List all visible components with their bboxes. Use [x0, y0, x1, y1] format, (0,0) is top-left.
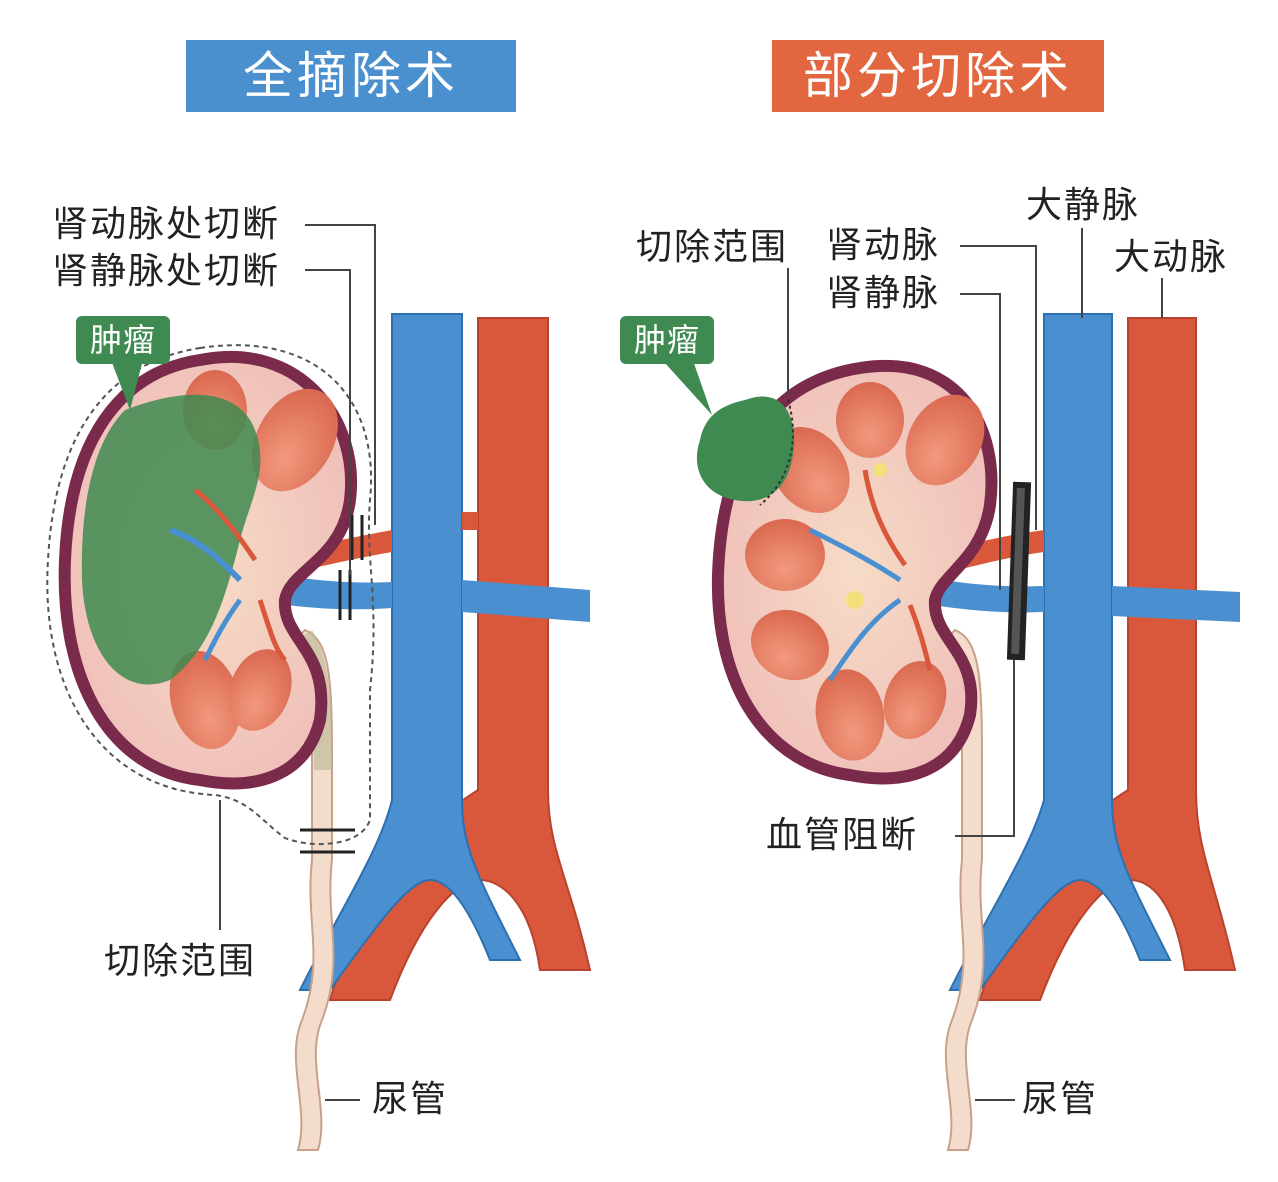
- label-vascular-occlusion: 血管阻断: [766, 815, 919, 856]
- label-aorta: 大动脉: [1114, 237, 1229, 278]
- left-panel-title: 全摘除术: [186, 40, 516, 112]
- right-tumor-mass: [696, 396, 795, 502]
- right-leader-lines: [787, 228, 1163, 1101]
- right-ureter: [943, 628, 985, 1151]
- label-renal-vein: 肾静脉: [826, 273, 941, 314]
- label-right-tumor: 肿瘤: [620, 316, 714, 364]
- right-vena-cava: [948, 313, 1172, 991]
- label-renal-vein-cut: 肾静脉处切断: [52, 251, 281, 292]
- left-resection-outline: [46, 344, 375, 846]
- label-left-ureter: 尿管: [372, 1079, 449, 1120]
- label-renal-artery: 肾动脉: [826, 225, 941, 266]
- label-renal-artery-cut: 肾动脉处切断: [52, 204, 281, 245]
- left-tumor-mass: [81, 394, 261, 685]
- vascular-clamp: [1006, 481, 1032, 661]
- label-right-ureter: 尿管: [1022, 1079, 1099, 1120]
- left-kidney: [58, 350, 358, 790]
- label-left-resection-range: 切除范围: [104, 941, 257, 982]
- left-vena-cava: [298, 313, 522, 991]
- right-panel-title: 部分切除术: [772, 40, 1104, 112]
- label-vena-cava: 大静脉: [1026, 185, 1141, 226]
- left-cut-marks: [300, 515, 364, 854]
- left-leader-lines: [219, 224, 376, 1101]
- label-left-tumor: 肿瘤: [76, 316, 170, 364]
- label-right-resection-range: 切除范围: [636, 227, 789, 268]
